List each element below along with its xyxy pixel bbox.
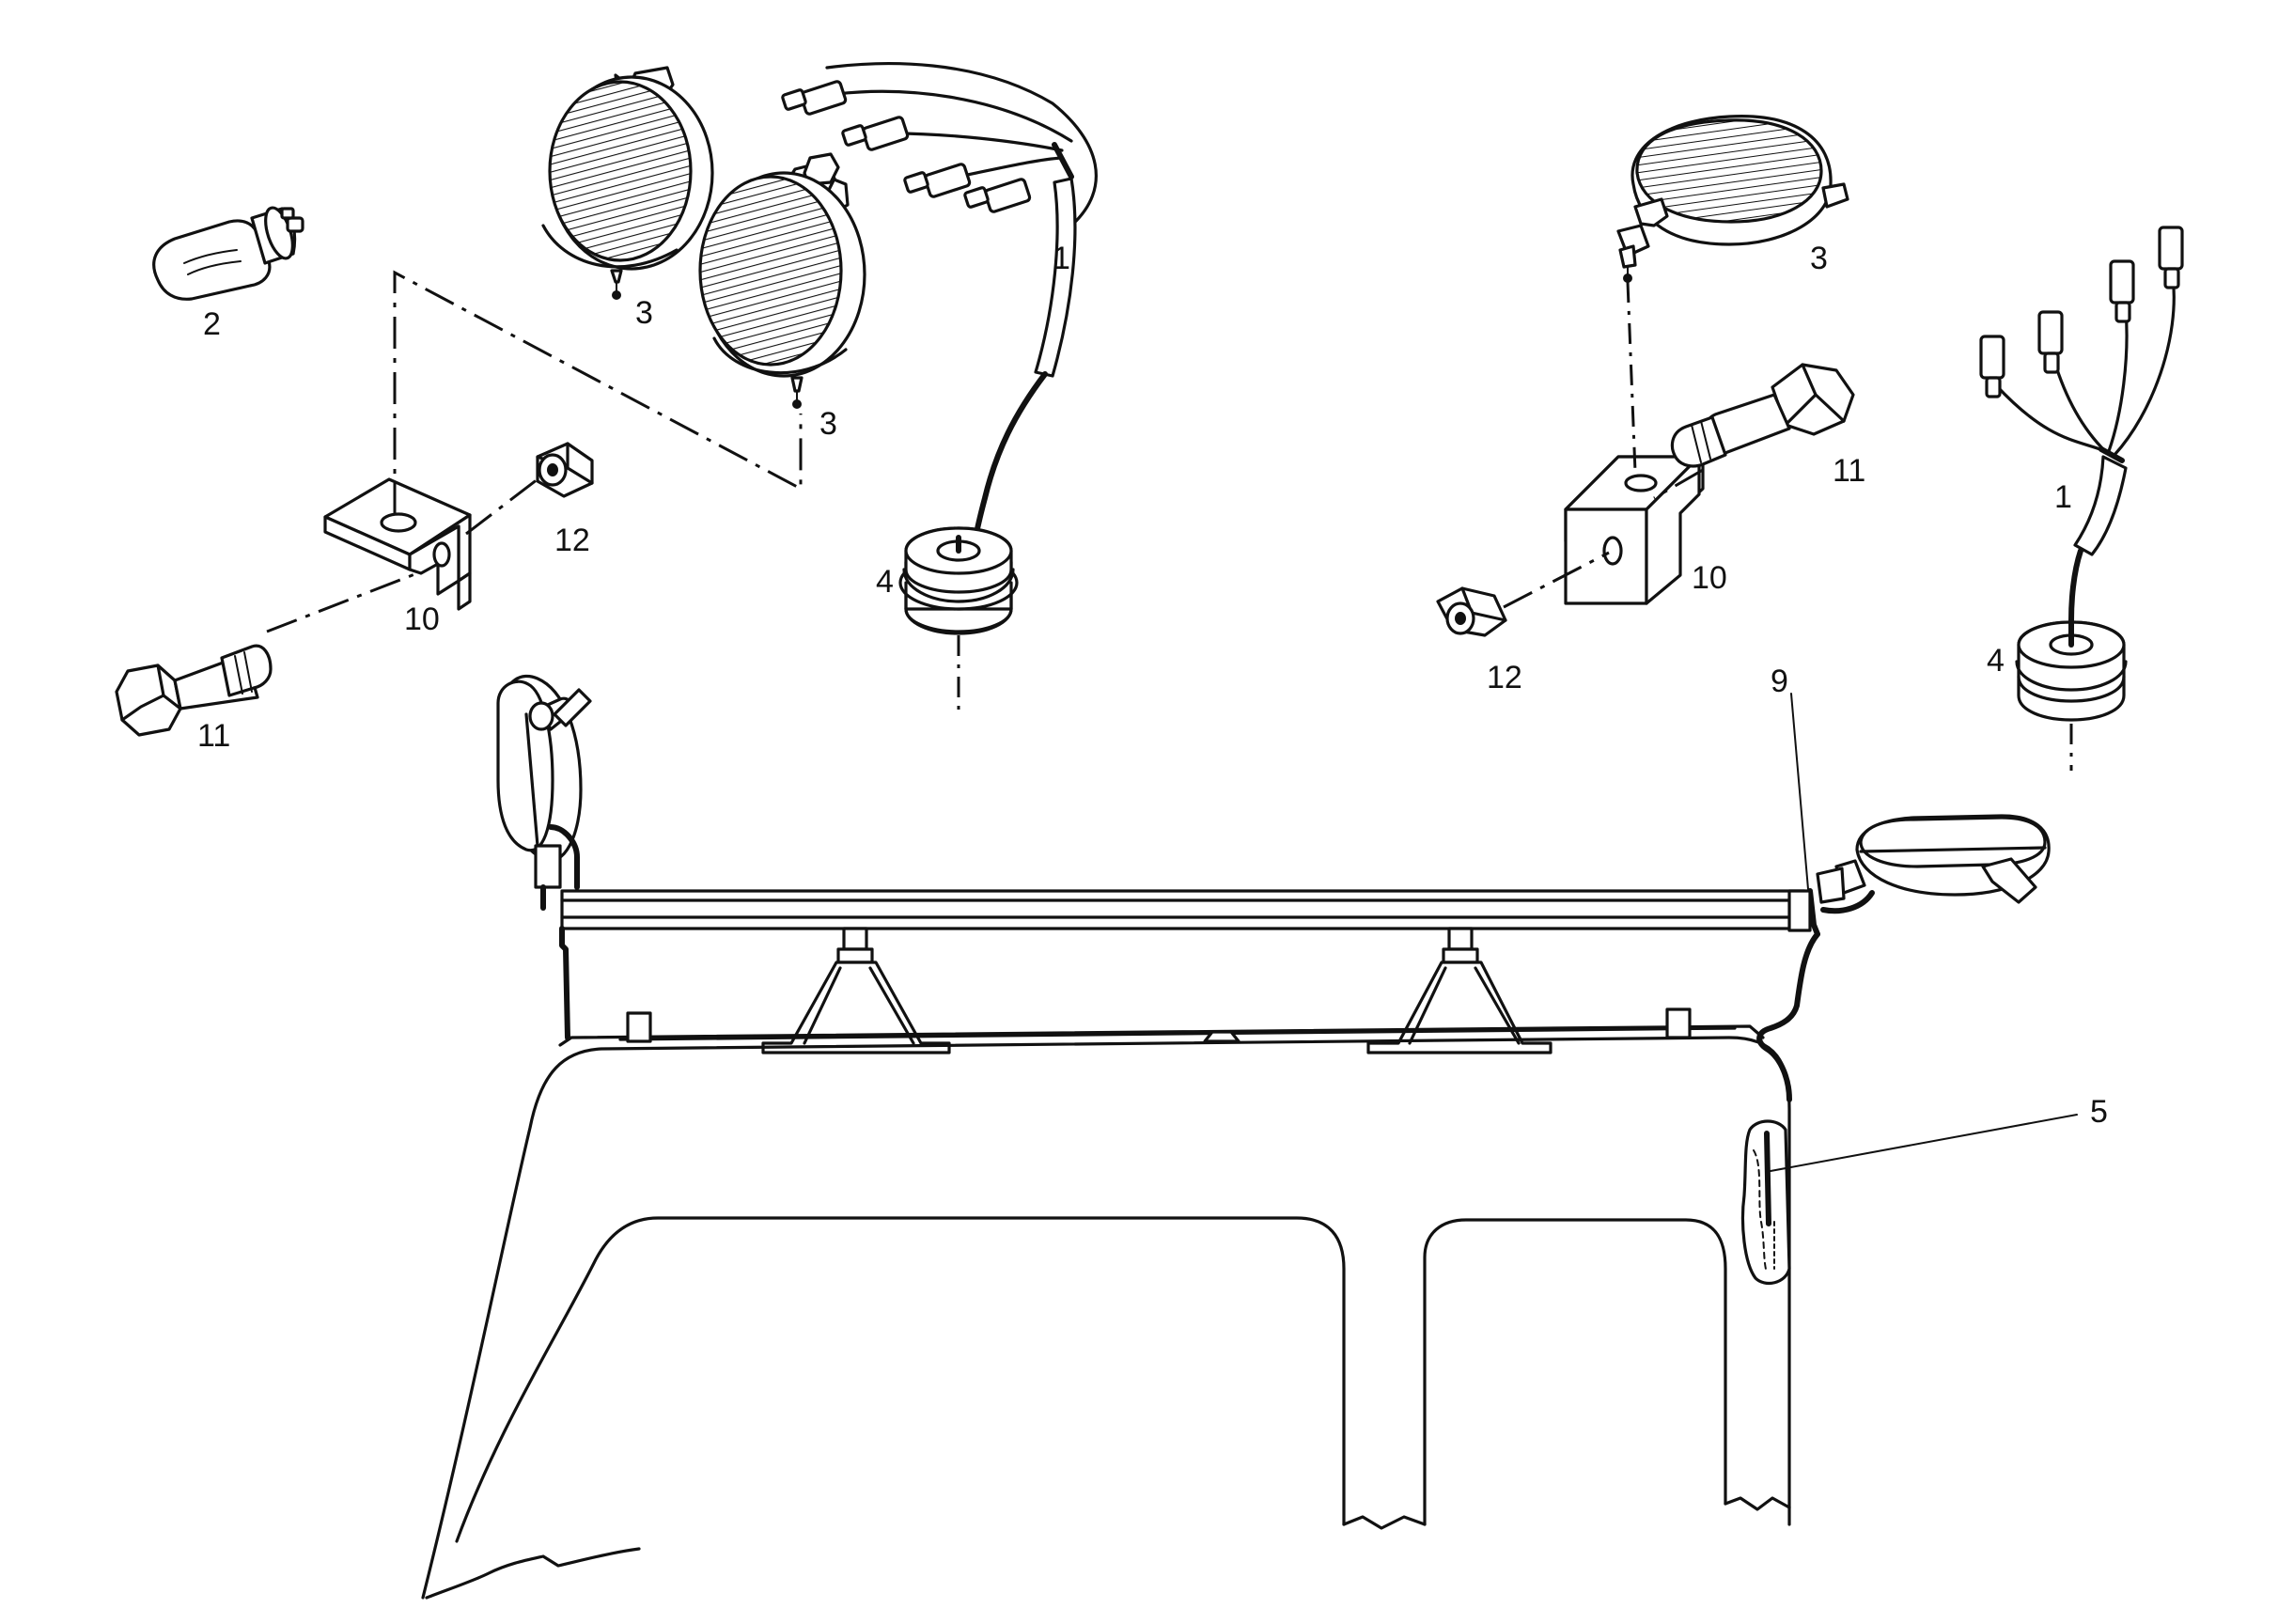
mounted-lamp-right <box>1756 814 2051 1102</box>
callout-10: 10 <box>1692 560 1727 596</box>
mounted-lamp-left <box>496 674 592 1040</box>
bolt <box>115 644 273 737</box>
callout-4: 4 <box>876 564 894 600</box>
mounting-bracket <box>1564 455 1705 605</box>
light-bar <box>560 889 1806 1054</box>
callout-3: 3 <box>635 295 653 331</box>
work-lamp <box>698 152 866 409</box>
wiring-harness <box>1979 226 2184 623</box>
assembly-lines <box>1503 281 1704 609</box>
nut <box>536 442 594 498</box>
callout-1: 1 <box>1053 241 1070 276</box>
leader-lines <box>1770 693 2078 1172</box>
callout-12: 12 <box>554 523 590 558</box>
bulb <box>152 206 304 301</box>
cable-clip <box>1740 1119 1791 1286</box>
callout-2: 2 <box>203 306 221 342</box>
nut <box>1436 586 1507 637</box>
callout-5: 5 <box>2090 1094 2108 1130</box>
callout-10: 10 <box>404 601 440 637</box>
callout-9: 9 <box>1771 664 1788 699</box>
bolt <box>1670 363 1855 468</box>
work-lamp <box>1616 115 1849 283</box>
assembly-lines <box>266 270 803 633</box>
callout-12: 12 <box>1487 660 1522 695</box>
callout-3: 3 <box>819 406 837 442</box>
mounting-bracket <box>323 477 472 611</box>
grommet <box>2015 619 2128 771</box>
work-lamp <box>541 66 714 300</box>
callout-numbers: 1 2 3 3 4 10 11 12 3 11 10 12 1 4 9 5 <box>197 241 2108 1130</box>
callout-11: 11 <box>197 718 230 754</box>
grommet <box>898 526 1019 714</box>
callout-1: 1 <box>2054 479 2072 515</box>
callout-11: 11 <box>1833 453 1865 489</box>
callout-4: 4 <box>1987 643 2005 679</box>
cab <box>421 1007 1791 1600</box>
callout-3: 3 <box>1810 241 1828 276</box>
